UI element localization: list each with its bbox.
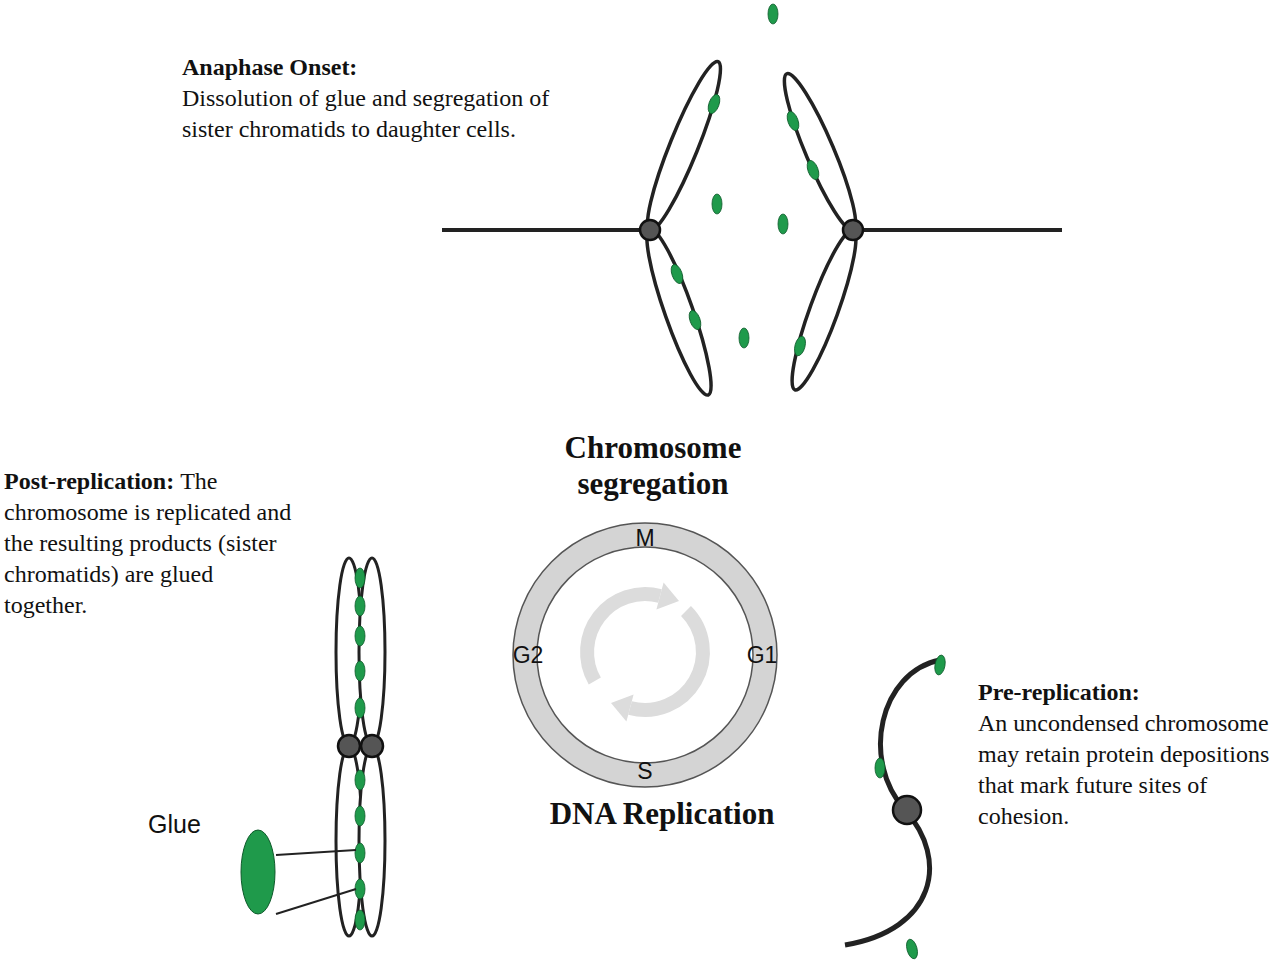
phase-caption: Chromosome segregation (540, 430, 766, 502)
glue-dot (687, 309, 703, 331)
glue-dot (805, 159, 821, 181)
heading: Post-replication: (4, 466, 174, 497)
ring-band (513, 523, 777, 787)
phase-label: M (635, 525, 654, 552)
spindle-fiber (442, 228, 650, 232)
replicated-chromosome (336, 558, 385, 936)
centromere (338, 735, 360, 757)
leader-line (276, 850, 356, 855)
spindle-fiber (853, 228, 1062, 232)
cell-cycle-ring: M G2 G1S (512, 522, 778, 788)
glue-dot (355, 568, 365, 588)
arrow-head (611, 695, 634, 722)
leader-lines (276, 850, 356, 914)
glue-dot (355, 806, 365, 826)
glue-symbol (241, 830, 275, 914)
glue-dot (778, 214, 788, 234)
sister-centromeres (338, 735, 383, 757)
unreplicated-chromosome (845, 660, 940, 945)
phase-label: G1 (747, 642, 778, 669)
phase-label: S (637, 758, 652, 785)
heading: Anaphase Onset: (182, 52, 357, 83)
glue-dot (933, 654, 946, 675)
cycle-arrow (587, 594, 660, 681)
chromatid (774, 68, 866, 235)
glue-dot (712, 194, 722, 214)
spindle-fibers (442, 228, 1062, 232)
chromatid (637, 224, 722, 399)
glue-dots (669, 4, 821, 357)
glue-dot (355, 698, 365, 718)
centromere (893, 796, 921, 824)
glue-dot (706, 93, 722, 115)
glue-dot (905, 938, 920, 960)
glue-dots (875, 654, 947, 960)
glue-dot (355, 770, 365, 790)
ring-outline (512, 522, 778, 788)
glue-dot (355, 879, 365, 899)
heading: Pre-replication: (978, 677, 1140, 708)
phase-caption: DNA Replication (522, 796, 802, 832)
centromere (843, 220, 863, 240)
glue-dot (739, 328, 749, 348)
glue-dot (785, 110, 801, 132)
cycle-arrows (587, 583, 703, 722)
glue-dot (669, 263, 685, 285)
leader-line (276, 889, 356, 914)
description: The chromosome is replicated and the res… (4, 466, 294, 621)
centromere (361, 735, 383, 757)
description: Dissolution of glue and segregation of s… (182, 83, 587, 145)
chromatid (637, 56, 731, 235)
cycle-arrow (630, 611, 703, 710)
description: An uncondensed chromosome may retain pro… (978, 708, 1278, 832)
anaphase-chromatids (637, 56, 867, 399)
glue-dot (355, 626, 365, 646)
part-label: Glue (148, 808, 201, 840)
glue-dot (793, 335, 808, 357)
spindle-poles (640, 220, 863, 240)
arrow-head (656, 583, 679, 610)
glue-dot (355, 661, 365, 681)
phase-label: G2 (513, 642, 544, 669)
glue-dot (355, 910, 365, 930)
glue-dot (875, 758, 885, 778)
glue-dot (768, 4, 778, 24)
chromatid (782, 225, 866, 394)
glue-dot (355, 596, 365, 616)
glue-dot (355, 843, 365, 863)
centromere (640, 220, 660, 240)
